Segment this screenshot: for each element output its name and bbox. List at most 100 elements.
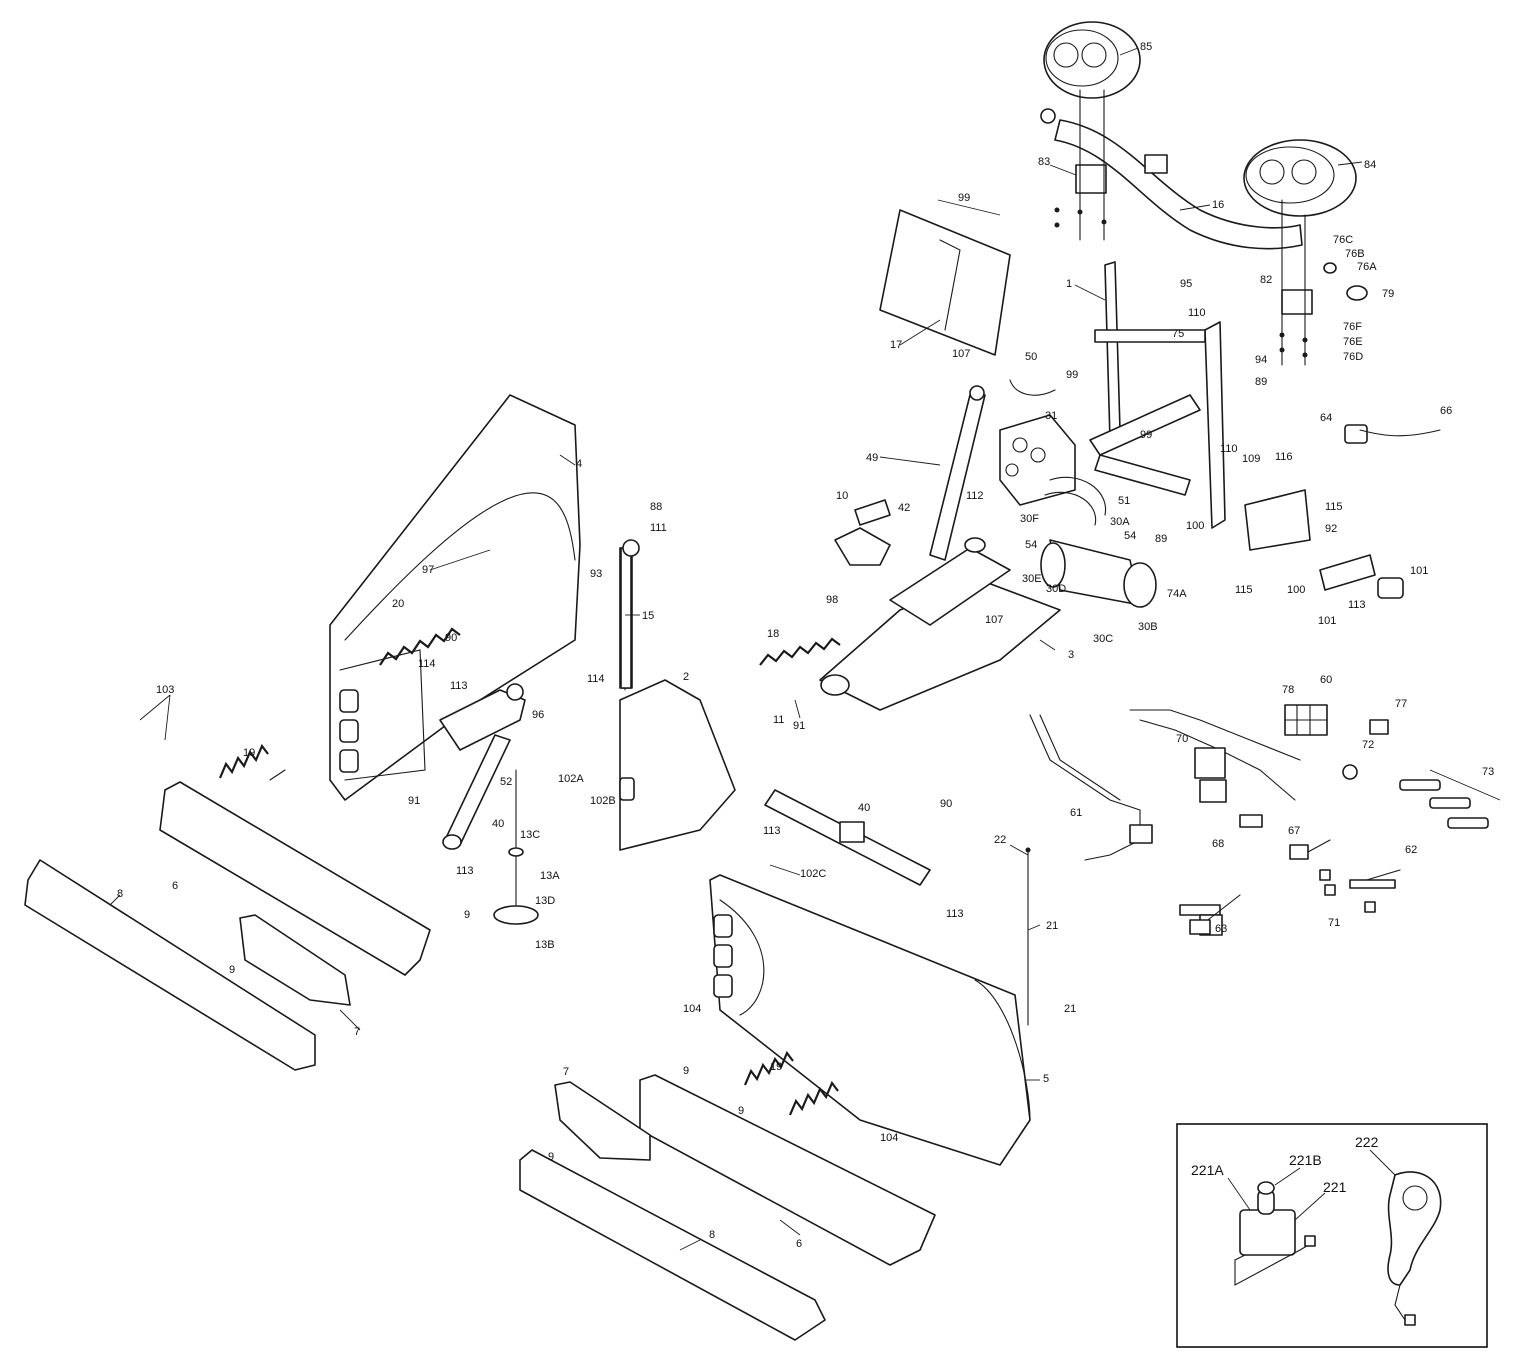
callout-92: 92: [1325, 523, 1337, 535]
callout-91: 91: [793, 720, 805, 732]
cover-17: [879, 209, 1011, 356]
callout-9-b: 9: [229, 964, 235, 976]
hoses-51: [1009, 379, 1107, 526]
cutting-edge-left-8: [24, 859, 316, 1071]
callout-93: 93: [590, 568, 602, 580]
callout-97: 97: [422, 564, 434, 576]
fuses-73: [1399, 779, 1489, 829]
callout-17: 17: [890, 339, 902, 351]
callout-52: 52: [500, 776, 512, 788]
callout-77: 77: [1395, 698, 1407, 710]
callout-11: 11: [773, 714, 784, 726]
callout-103: 103: [156, 684, 174, 696]
callout-19-b: 19: [770, 1061, 782, 1073]
cutting-edge-right-8: [519, 1149, 826, 1341]
callout-221B: 221B: [1289, 1152, 1322, 1168]
callout-50: 50: [1025, 351, 1037, 363]
callout-30B: 30B: [1138, 621, 1158, 633]
callout-99-b: 99: [1066, 369, 1078, 381]
callout-114: 114: [418, 658, 436, 670]
callout-67: 67: [1288, 825, 1300, 837]
switch-64: [1344, 424, 1368, 444]
callout-100: 100: [1186, 520, 1204, 532]
callout-51: 51: [1118, 495, 1130, 507]
callout-7: 7: [354, 1026, 360, 1038]
callout-111: 111: [650, 522, 667, 534]
callout-66: 66: [1440, 405, 1452, 417]
callout-6: 6: [172, 880, 178, 892]
callout-40-b: 40: [858, 802, 870, 814]
callout-76F: 76F: [1343, 321, 1362, 333]
relay-67: [1289, 839, 1331, 860]
callout-99: 99: [958, 192, 970, 204]
lift-arm-92: [1244, 489, 1404, 599]
pump-motor-30B: [1040, 539, 1157, 608]
callout-79: 79: [1382, 288, 1394, 300]
callout-222: 222: [1355, 1134, 1379, 1150]
callout-60: 60: [1320, 674, 1332, 686]
callout-83: 83: [1038, 156, 1050, 168]
tower-frame-1: [1089, 261, 1226, 529]
pivot-bracket-96: [439, 683, 526, 751]
callout-21-b: 21: [1064, 1003, 1076, 1015]
callout-112: 112: [966, 490, 984, 502]
callout-19: 19: [243, 747, 255, 759]
connectors-71: [1319, 869, 1376, 913]
callout-7-b: 7: [563, 1066, 569, 1078]
callout-68: 68: [1212, 838, 1224, 850]
callout-82: 82: [1260, 274, 1272, 286]
moldboard-right-5: [709, 874, 1031, 1166]
callout-73: 73: [1482, 766, 1494, 778]
controls-inset: 222 221A 221B 221: [1176, 1123, 1488, 1348]
moldboard-left-4: [329, 394, 581, 801]
callout-71: 71: [1328, 917, 1340, 929]
harness-63: [1189, 894, 1241, 935]
callout-70: 70: [1176, 733, 1188, 745]
light-bar-16: [1040, 108, 1303, 250]
callout-54: 54: [1124, 530, 1136, 542]
callout-110-b: 110: [1220, 443, 1238, 455]
callout-107: 107: [952, 348, 970, 360]
wiring-harness-70: [1129, 709, 1301, 803]
callout-10: 10: [836, 490, 848, 502]
callout-63: 63: [1215, 923, 1227, 935]
callout-22: 22: [994, 834, 1006, 846]
callout-221: 221: [1323, 1179, 1347, 1195]
spring-20: [379, 627, 461, 666]
spring-18: [759, 637, 841, 666]
callout-62: 62: [1405, 844, 1417, 856]
cylinder-40-left: [442, 734, 511, 850]
cylinder-42: [929, 385, 986, 561]
springs-19-right: [743, 1050, 839, 1116]
spring-19-left: [218, 743, 286, 781]
callout-76E: 76E: [1343, 336, 1363, 348]
callout-9-c: 9: [683, 1065, 689, 1077]
joystick-control-221: [1234, 1181, 1316, 1286]
callout-2: 2: [683, 671, 689, 683]
wear-plate-left-7: [239, 914, 351, 1006]
callout-13A: 13A: [540, 870, 560, 882]
control-module-78: [1284, 704, 1328, 736]
callout-5: 5: [1043, 1073, 1049, 1085]
callout-84: 84: [1364, 159, 1376, 171]
callout-91-b: 91: [408, 795, 420, 807]
callout-101: 101: [1410, 565, 1428, 577]
callout-64: 64: [1320, 412, 1332, 424]
callout-31: 31: [1045, 410, 1057, 422]
hand-control-222: [1387, 1171, 1442, 1326]
pivot-plate-2: [619, 544, 736, 851]
callout-114-b: 114: [587, 673, 605, 685]
callout-16: 16: [1212, 199, 1224, 211]
callout-54-b: 54: [1025, 539, 1037, 551]
rod-15: [620, 539, 640, 689]
callout-109: 109: [1242, 453, 1260, 465]
callout-42: 42: [898, 502, 910, 514]
callout-61: 61: [1070, 807, 1082, 819]
callout-30A: 30A: [1110, 516, 1130, 528]
callout-74A: 74A: [1167, 588, 1187, 600]
callout-30F: 30F: [1020, 513, 1039, 525]
callout-113-b: 113: [450, 680, 468, 692]
grommet-72: [1342, 764, 1358, 780]
callout-100-b: 100: [1287, 584, 1305, 596]
